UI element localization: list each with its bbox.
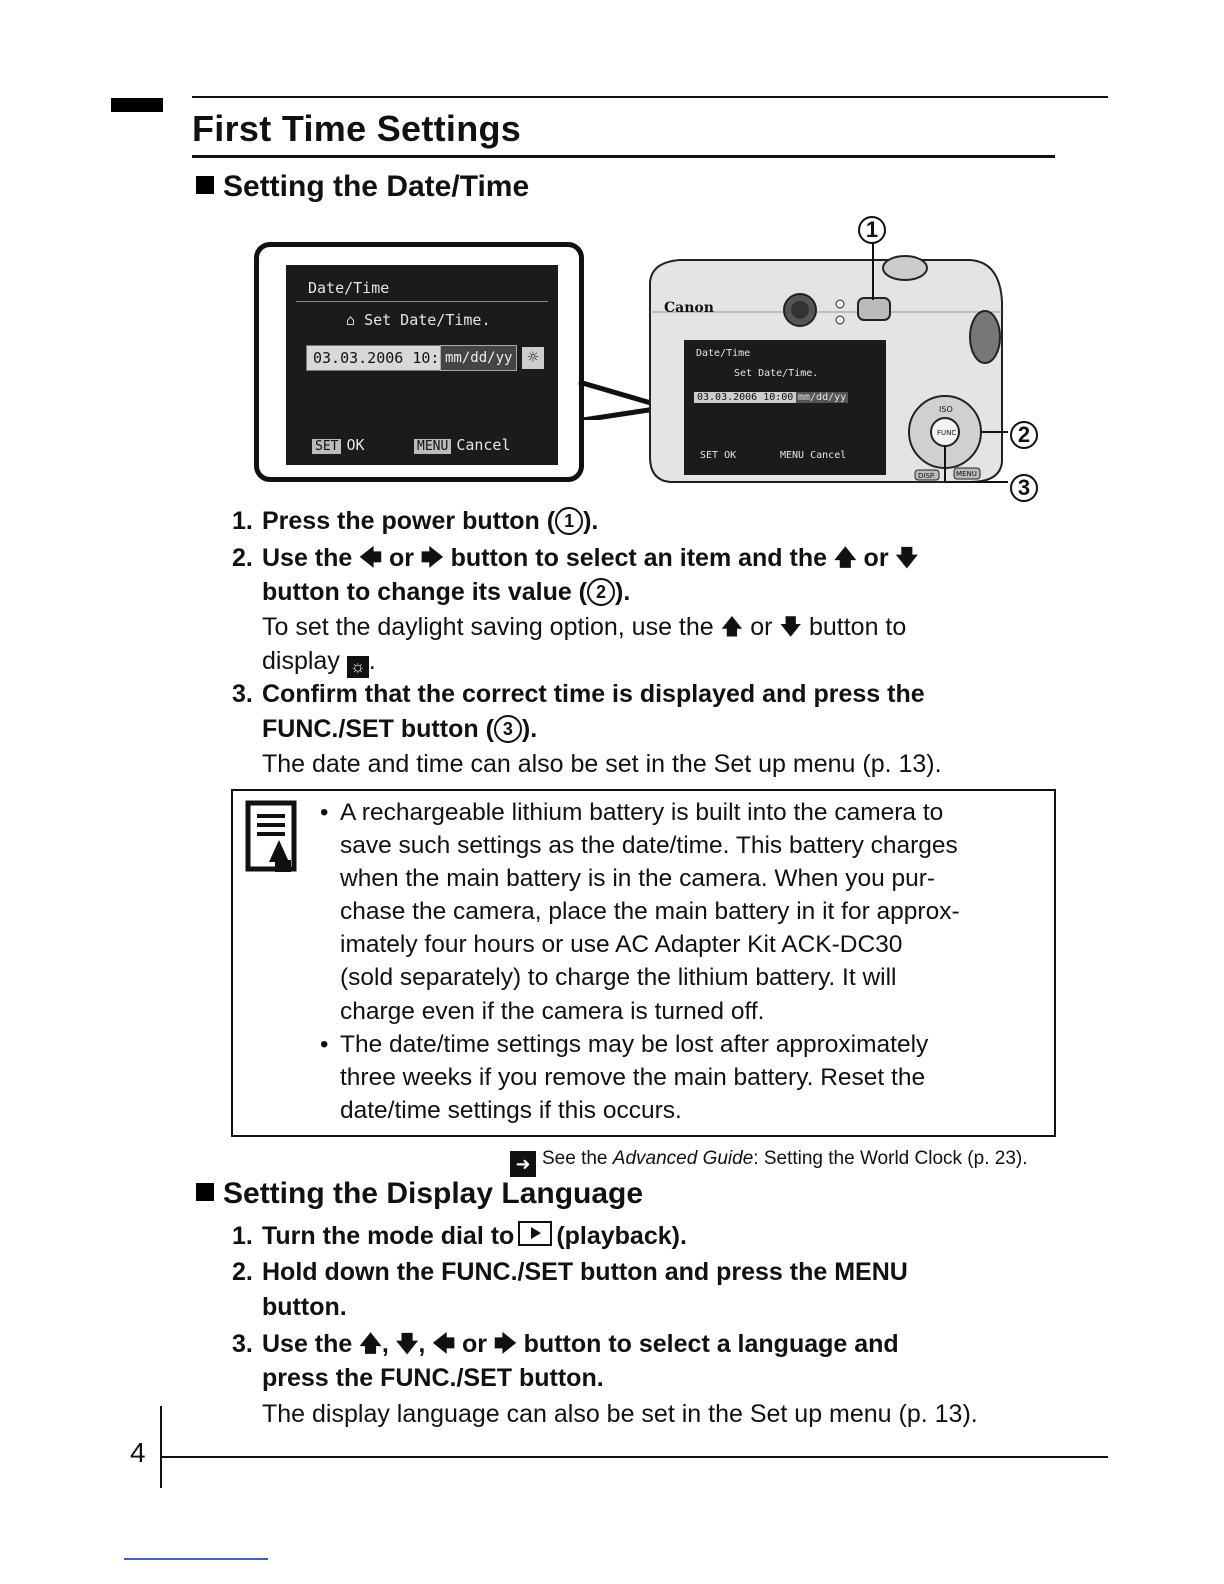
page-number: 4 (130, 1437, 146, 1468)
section-tab-marker (111, 98, 163, 112)
step-2-line2: button to change its value (2). (262, 578, 631, 606)
square-bullet-icon (196, 176, 214, 194)
home-icon: ⌂ (346, 311, 365, 329)
step-1-power: 1.Press the power button (1). (232, 507, 599, 535)
camera-brand-label: Canon (664, 300, 714, 316)
callout-3: 3 (1010, 474, 1038, 502)
left-arrow-icon: 🡄 (432, 1331, 456, 1356)
right-arrow-icon: 🡆 (420, 545, 444, 570)
top-rule (192, 96, 1108, 98)
bullet-2-dot: • (320, 1031, 329, 1058)
title-rule (192, 155, 1055, 158)
lang-step-2-line1: 2.Hold down the FUNC./SET button and pre… (232, 1258, 908, 1286)
svg-text:MENU: MENU (956, 470, 977, 478)
memo-icon (245, 800, 297, 872)
lang-step-1: 1.Turn the mode dial to(playback). (232, 1221, 687, 1250)
lcd-header: Date/Time (308, 279, 390, 297)
svg-text:ISO: ISO (939, 405, 953, 414)
step-3-line1: 3.Confirm that the correct time is displ… (232, 680, 925, 708)
step-2-line1: 2.Use the 🡄 or 🡆 button to select an ite… (232, 540, 918, 576)
up-arrow-icon: 🡅 (359, 1331, 382, 1356)
footer-rule (160, 1456, 1108, 1458)
advanced-guide-reference: ➜See the Advanced Guide: Setting the Wor… (510, 1148, 1028, 1177)
callout-ref-1: 1 (555, 507, 584, 535)
down-arrow-icon: 🡇 (395, 1331, 419, 1356)
note-bullet-1: A rechargeable lithium battery is built … (340, 799, 960, 1025)
step-2-note-line1: To set the daylight saving option, use t… (262, 610, 906, 644)
note-bullet-2: The date/time settings may be lost after… (340, 1031, 929, 1125)
reference-arrow-icon: ➜ (510, 1151, 536, 1177)
daylight-saving-icon: ☼ (522, 347, 544, 369)
section-heading-date-time: Setting the Date/Time (196, 170, 529, 204)
bullet-1-dot: • (320, 799, 329, 826)
lcd-subtitle: ⌂ Set Date/Time. (346, 311, 491, 329)
step-2-note-line2: display ☼. (262, 647, 376, 678)
down-arrow-icon: 🡇 (895, 545, 919, 570)
lang-step-3-note: The display language can also be set in … (262, 1400, 978, 1428)
step-3-line2: FUNC./SET button (3). (262, 715, 538, 743)
lcd-date-value: 03.03.2006 10:00 (306, 345, 465, 371)
up-arrow-icon: 🡅 (833, 545, 857, 570)
up-arrow-icon: 🡅 (720, 614, 744, 639)
lcd-divider (296, 301, 548, 302)
callout-1: 1 (858, 216, 886, 244)
callout-2: 2 (1010, 421, 1038, 449)
svg-text:FUNC: FUNC (937, 429, 956, 437)
footer-vertical-rule (160, 1406, 162, 1488)
callout-ref-2: 2 (587, 578, 616, 606)
camera-lcd-screen: Date/Time Set Date/Time. 03.03.2006 10:0… (684, 340, 886, 475)
callout-ref-3: 3 (493, 715, 522, 743)
lcd-screen-enlarged: Date/Time ⌂ Set Date/Time. 03.03.2006 10… (286, 265, 558, 465)
lang-step-3-line2: press the FUNC./SET button. (262, 1364, 604, 1392)
svg-text:DISP.: DISP. (918, 472, 935, 480)
blue-underline (124, 1558, 268, 1560)
section-heading-display-language: Setting the Display Language (196, 1177, 643, 1211)
lang-step-3-line1: 3.Use the 🡅, 🡇, 🡄 or 🡆 button to select … (232, 1326, 899, 1362)
daylight-saving-icon: ☼ (346, 656, 369, 678)
lang-step-2-line2: button. (262, 1293, 347, 1321)
step-3-note: The date and time can also be set in the… (262, 750, 942, 778)
left-arrow-icon: 🡄 (359, 545, 382, 570)
note-box (231, 789, 1056, 1137)
square-bullet-icon (196, 1183, 214, 1201)
right-arrow-icon: 🡆 (493, 1331, 517, 1356)
lcd-date-format: mm/dd/yy (440, 345, 518, 371)
page-title: First Time Settings (192, 108, 522, 149)
down-arrow-icon: 🡇 (779, 614, 803, 639)
playback-icon (518, 1221, 553, 1246)
